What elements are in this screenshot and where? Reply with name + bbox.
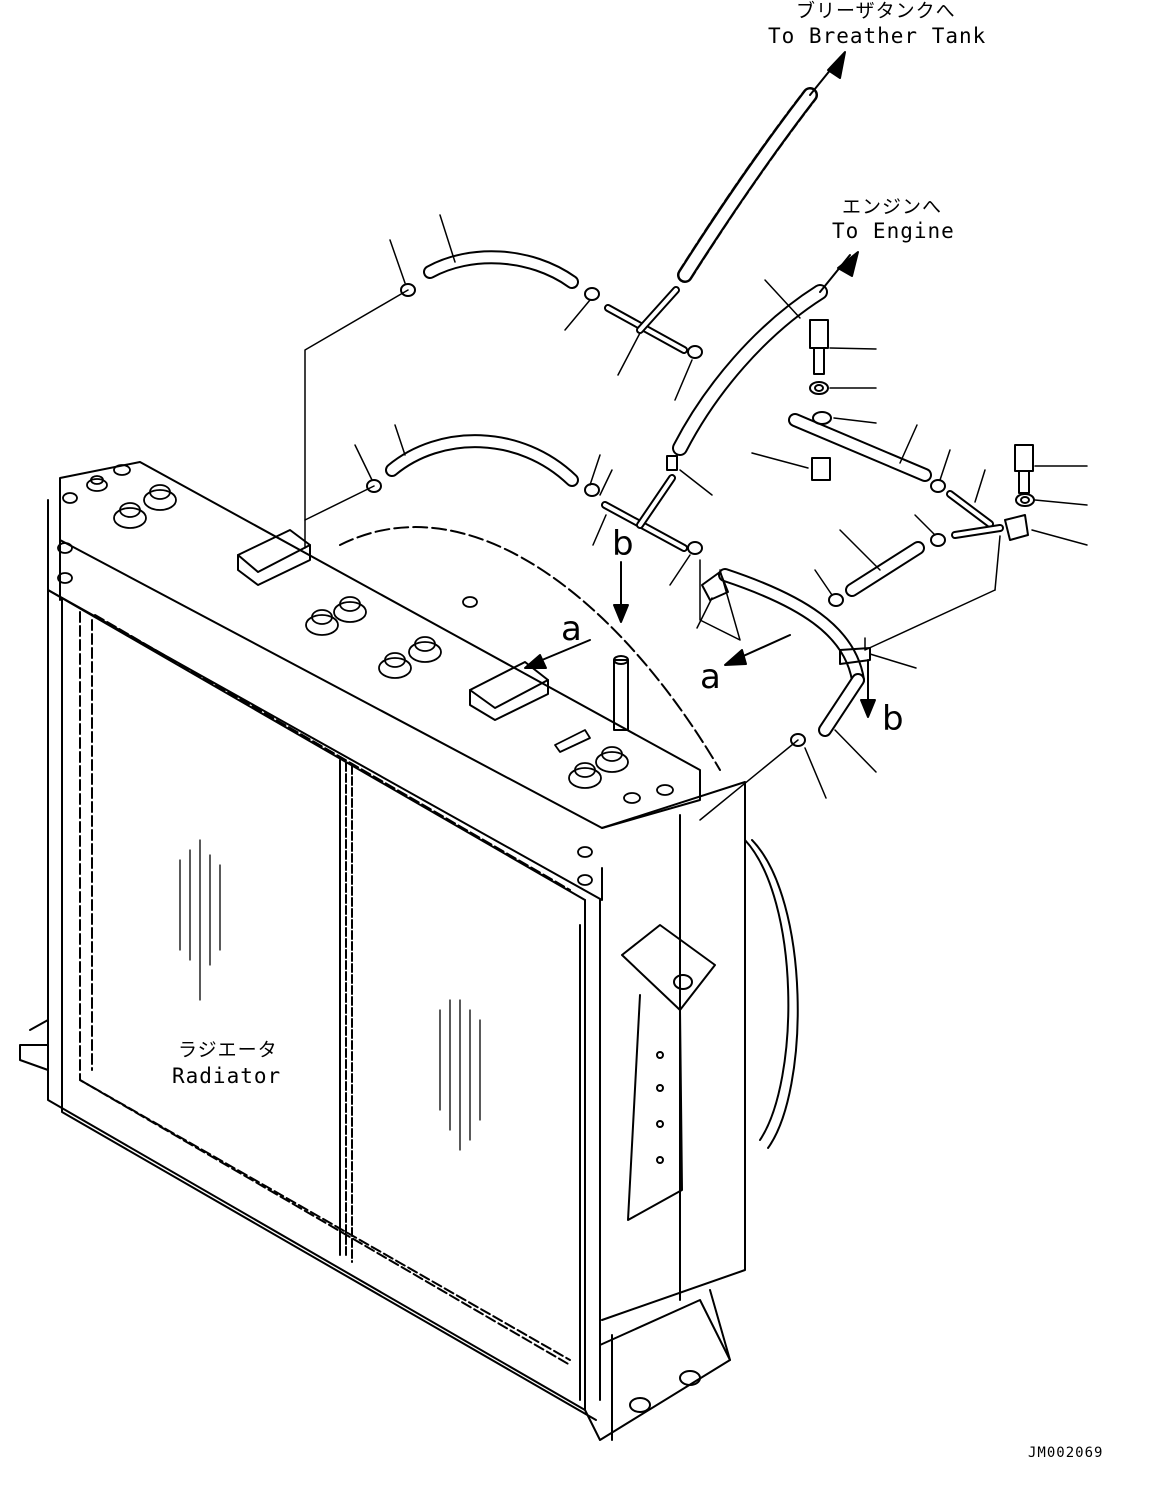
reference-arrows: [524, 561, 876, 718]
ref-b-bottom: b: [882, 699, 904, 739]
breather-label-jp: ブリーザタンクへ: [796, 0, 956, 22]
pipe-right: [701, 413, 1029, 737]
ref-a-top: a: [561, 609, 582, 649]
breather-label-en: To Breather Tank: [768, 24, 987, 48]
radiator-label-en: Radiator: [172, 1064, 282, 1088]
radiator-label-jp: ラジエータ: [178, 1039, 278, 1061]
clamps: [584, 287, 946, 747]
radiator-assembly: [19, 461, 799, 1441]
drawing-code: JM002069: [1028, 1445, 1104, 1461]
deck-clips: [237, 529, 549, 721]
ref-a-bottom: a: [700, 657, 721, 697]
leader-lines: [304, 214, 1088, 821]
hose-engine: [672, 251, 859, 456]
engine-label-en: To Engine: [832, 219, 955, 243]
ref-b-top: b: [612, 524, 634, 564]
hose-upper-left: [400, 250, 579, 297]
straight-tubes: [601, 286, 1004, 552]
bolt-washer-sets: [809, 319, 1035, 507]
deck-bolts: [57, 464, 674, 886]
hose-breather: [677, 51, 846, 283]
engine-label-jp: エンジンへ: [842, 196, 943, 218]
hose-lower-left: [366, 434, 579, 493]
